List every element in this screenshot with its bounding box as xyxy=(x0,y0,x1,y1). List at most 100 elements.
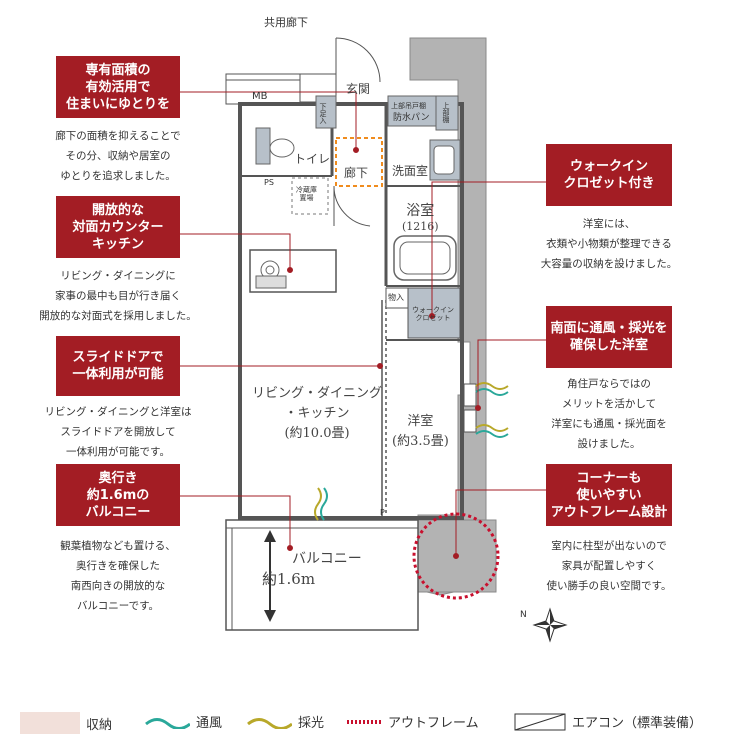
legend-daylight: 採光 xyxy=(246,712,324,731)
compass-rose-icon: N xyxy=(520,607,568,643)
washroom-label: 洗面室 xyxy=(392,164,429,178)
callout-efficient-area: 専有面積の 有効活用で 住まいにゆとりを xyxy=(56,56,180,118)
desc-walkin-closet-line-3: 大容量の収納を設けました。 xyxy=(540,258,678,270)
legend-daylight-label: 採光 xyxy=(298,716,325,731)
shoe-storage xyxy=(315,95,337,129)
callout-sliding-door-line-1: スライドドアで xyxy=(72,350,164,365)
western-room-name: 洋室 xyxy=(407,414,434,429)
upper-shelf-label: 上部棚 xyxy=(442,102,450,123)
callout-balcony-line-2: 約1.6mの xyxy=(86,487,150,503)
walkin-line-1: ウォークイン xyxy=(412,306,454,314)
upper-cabinet-label: 上部吊戸棚 xyxy=(391,102,426,110)
callout-south-light: 南面に通風・採光を 確保した洋室 xyxy=(546,306,672,368)
desc-open-kitchen-line-3: 開放的な対面式を採用しました。 xyxy=(39,310,197,322)
desc-sliding-door: リビング・ダイニングと洋室は スライドドアを開放して 一体利用が可能です。 xyxy=(32,402,204,462)
callout-outframe-line-2: 使いやすい xyxy=(576,487,642,503)
legend-storage-label: 収納 xyxy=(86,717,113,733)
unit-outer-wall xyxy=(238,102,464,520)
toilet-bowl xyxy=(269,138,295,158)
walkin-closet xyxy=(407,287,461,339)
fridge-label: 冷蔵庫 置場 xyxy=(296,186,317,202)
desc-south-light-line-4: 設けました。 xyxy=(577,438,641,450)
desc-south-light: 角住戸ならではの メリットを活かして 洋室にも通風・採光面を 設けました。 xyxy=(524,374,694,454)
waterproof-pan-label: 防水パン xyxy=(393,113,430,123)
fridge-line-1: 冷蔵庫 xyxy=(296,186,317,194)
desc-sliding-door-line-2: スライドドアを開放して xyxy=(60,426,176,438)
walkin-line-2: クロゼット xyxy=(415,314,451,322)
corridor-label: 共用廊下 xyxy=(264,16,308,29)
bath-name: 浴室 xyxy=(406,203,435,219)
callout-walkin-closet-line-1: ウォークイン xyxy=(569,159,648,174)
desc-balcony: 観葉植物なども置ける、 奥行きを確保した 南西向きの開放的な バルコニーです。 xyxy=(42,536,194,616)
wave-gold-icon xyxy=(247,717,292,729)
entrance-label: 玄関 xyxy=(346,82,371,96)
outframe-highlight xyxy=(412,512,500,600)
ldk-label: リビング・ダイニング ・キッチン (約10.0畳) xyxy=(252,384,382,444)
desc-walkin-closet: 洋室には、 衣類や小物類が整理できる 大容量の収納を設けました。 xyxy=(524,214,694,274)
callout-efficient-area-line-1: 専有面積の xyxy=(85,62,151,78)
desc-sliding-door-line-3: 一体利用が可能です。 xyxy=(66,446,170,458)
callout-efficient-area-line-3: 住まいにゆとりを xyxy=(65,96,170,112)
western-room-size: (約3.5畳) xyxy=(392,434,449,449)
callout-open-kitchen: 開放的な 対面カウンター キッチン xyxy=(56,196,180,258)
desc-walkin-closet-line-1: 洋室には、 xyxy=(582,218,636,230)
legend-outframe-label: アウトフレーム xyxy=(388,716,479,731)
callout-leader-lines xyxy=(180,91,546,559)
desc-outframe-line-3: 使い勝手の良い空間です。 xyxy=(546,580,672,592)
legend-aircon-label: エアコン（標準装備） xyxy=(572,716,703,731)
ldk-line-2: ・キッチン xyxy=(284,406,350,421)
desc-sliding-door-line-1: リビング・ダイニングと洋室は xyxy=(44,406,192,418)
desc-efficient-area: 廊下の面積を抑えることで その分、収納や居室の ゆとりを追求しました。 xyxy=(42,126,194,186)
desc-outframe-line-2: 家具が配置しやすく xyxy=(561,560,657,572)
aircon-unit-2 xyxy=(463,409,477,433)
ps-label: PS xyxy=(264,178,274,187)
callout-sliding-door: スライドドアで 一体利用が可能 xyxy=(56,336,180,396)
callout-south-light-line-1: 南面に通風・採光を xyxy=(550,321,668,336)
desc-balcony-line-3: 南西向きの開放的な xyxy=(70,580,166,592)
shoe-storage-label: 下足入 xyxy=(319,103,327,124)
ldk-size: (約10.0畳) xyxy=(284,426,350,441)
desc-balcony-line-2: 奥行きを確保した xyxy=(76,560,160,572)
balcony-label: バルコニー xyxy=(292,551,362,567)
mb-label: MB xyxy=(252,91,268,102)
dotted-red-line-icon xyxy=(347,719,381,724)
bath-label: 浴室 (1216) xyxy=(402,200,439,233)
storage-label: 物入 xyxy=(388,293,404,302)
desc-efficient-area-line-3: ゆとりを追求しました。 xyxy=(60,170,176,182)
balcony-depth-label: 約1.6m xyxy=(262,570,316,588)
upper-shelf xyxy=(435,95,459,131)
hallway-label: 廊下 xyxy=(344,166,369,180)
aircon-box-icon xyxy=(514,713,566,730)
svg-text:N: N xyxy=(520,610,527,620)
balcony-floor xyxy=(225,519,419,631)
desc-south-light-line-3: 洋室にも通風・採光面を xyxy=(551,418,667,430)
callout-open-kitchen-line-1: 開放的な xyxy=(91,202,144,218)
callout-walkin-closet-line-2: クロゼット付き xyxy=(563,176,655,191)
desc-balcony-line-1: 観葉植物なども置ける、 xyxy=(60,540,176,552)
callout-walkin-closet: ウォークイン クロゼット付き xyxy=(546,144,672,206)
bath-size: (1216) xyxy=(402,220,439,233)
desc-outframe-line-1: 室内に柱型が出ないので xyxy=(551,540,667,552)
desc-open-kitchen: リビング・ダイニングに 家事の最中も目が行き届く 開放的な対面式を採用しました。 xyxy=(32,266,204,326)
toilet-tank xyxy=(255,127,271,165)
fridge-line-2: 置場 xyxy=(299,194,314,202)
callout-balcony-line-1: 奥行き xyxy=(98,470,138,486)
callout-open-kitchen-line-2: 対面カウンター xyxy=(72,219,164,235)
callout-south-light-line-2: 確保した洋室 xyxy=(569,338,648,353)
callout-outframe: コーナーも 使いやすい アウトフレーム設計 xyxy=(546,464,672,526)
desc-balcony-line-4: バルコニーです。 xyxy=(76,600,160,612)
wave-teal-icon xyxy=(145,717,190,729)
callout-sliding-door-line-2: 一体利用が可能 xyxy=(72,367,164,382)
legend-outframe: アウトフレーム xyxy=(346,712,479,731)
legend-storage: 収納 xyxy=(20,712,112,734)
toilet-label: トイレ xyxy=(294,152,331,166)
desc-outframe: 室内に柱型が出ないので 家具が配置しやすく 使い勝手の良い空間です。 xyxy=(524,536,694,596)
callout-open-kitchen-line-3: キッチン xyxy=(91,236,144,252)
legend-storage-swatch xyxy=(20,712,80,734)
ventilation-daylight-arrows xyxy=(314,382,509,521)
p-mark-label: P xyxy=(380,508,385,517)
callout-efficient-area-line-2: 有効活用で xyxy=(85,79,151,95)
callout-balcony: 奥行き 約1.6mの バルコニー xyxy=(56,464,180,526)
legend-aircon: エアコン（標準装備） xyxy=(514,712,702,731)
